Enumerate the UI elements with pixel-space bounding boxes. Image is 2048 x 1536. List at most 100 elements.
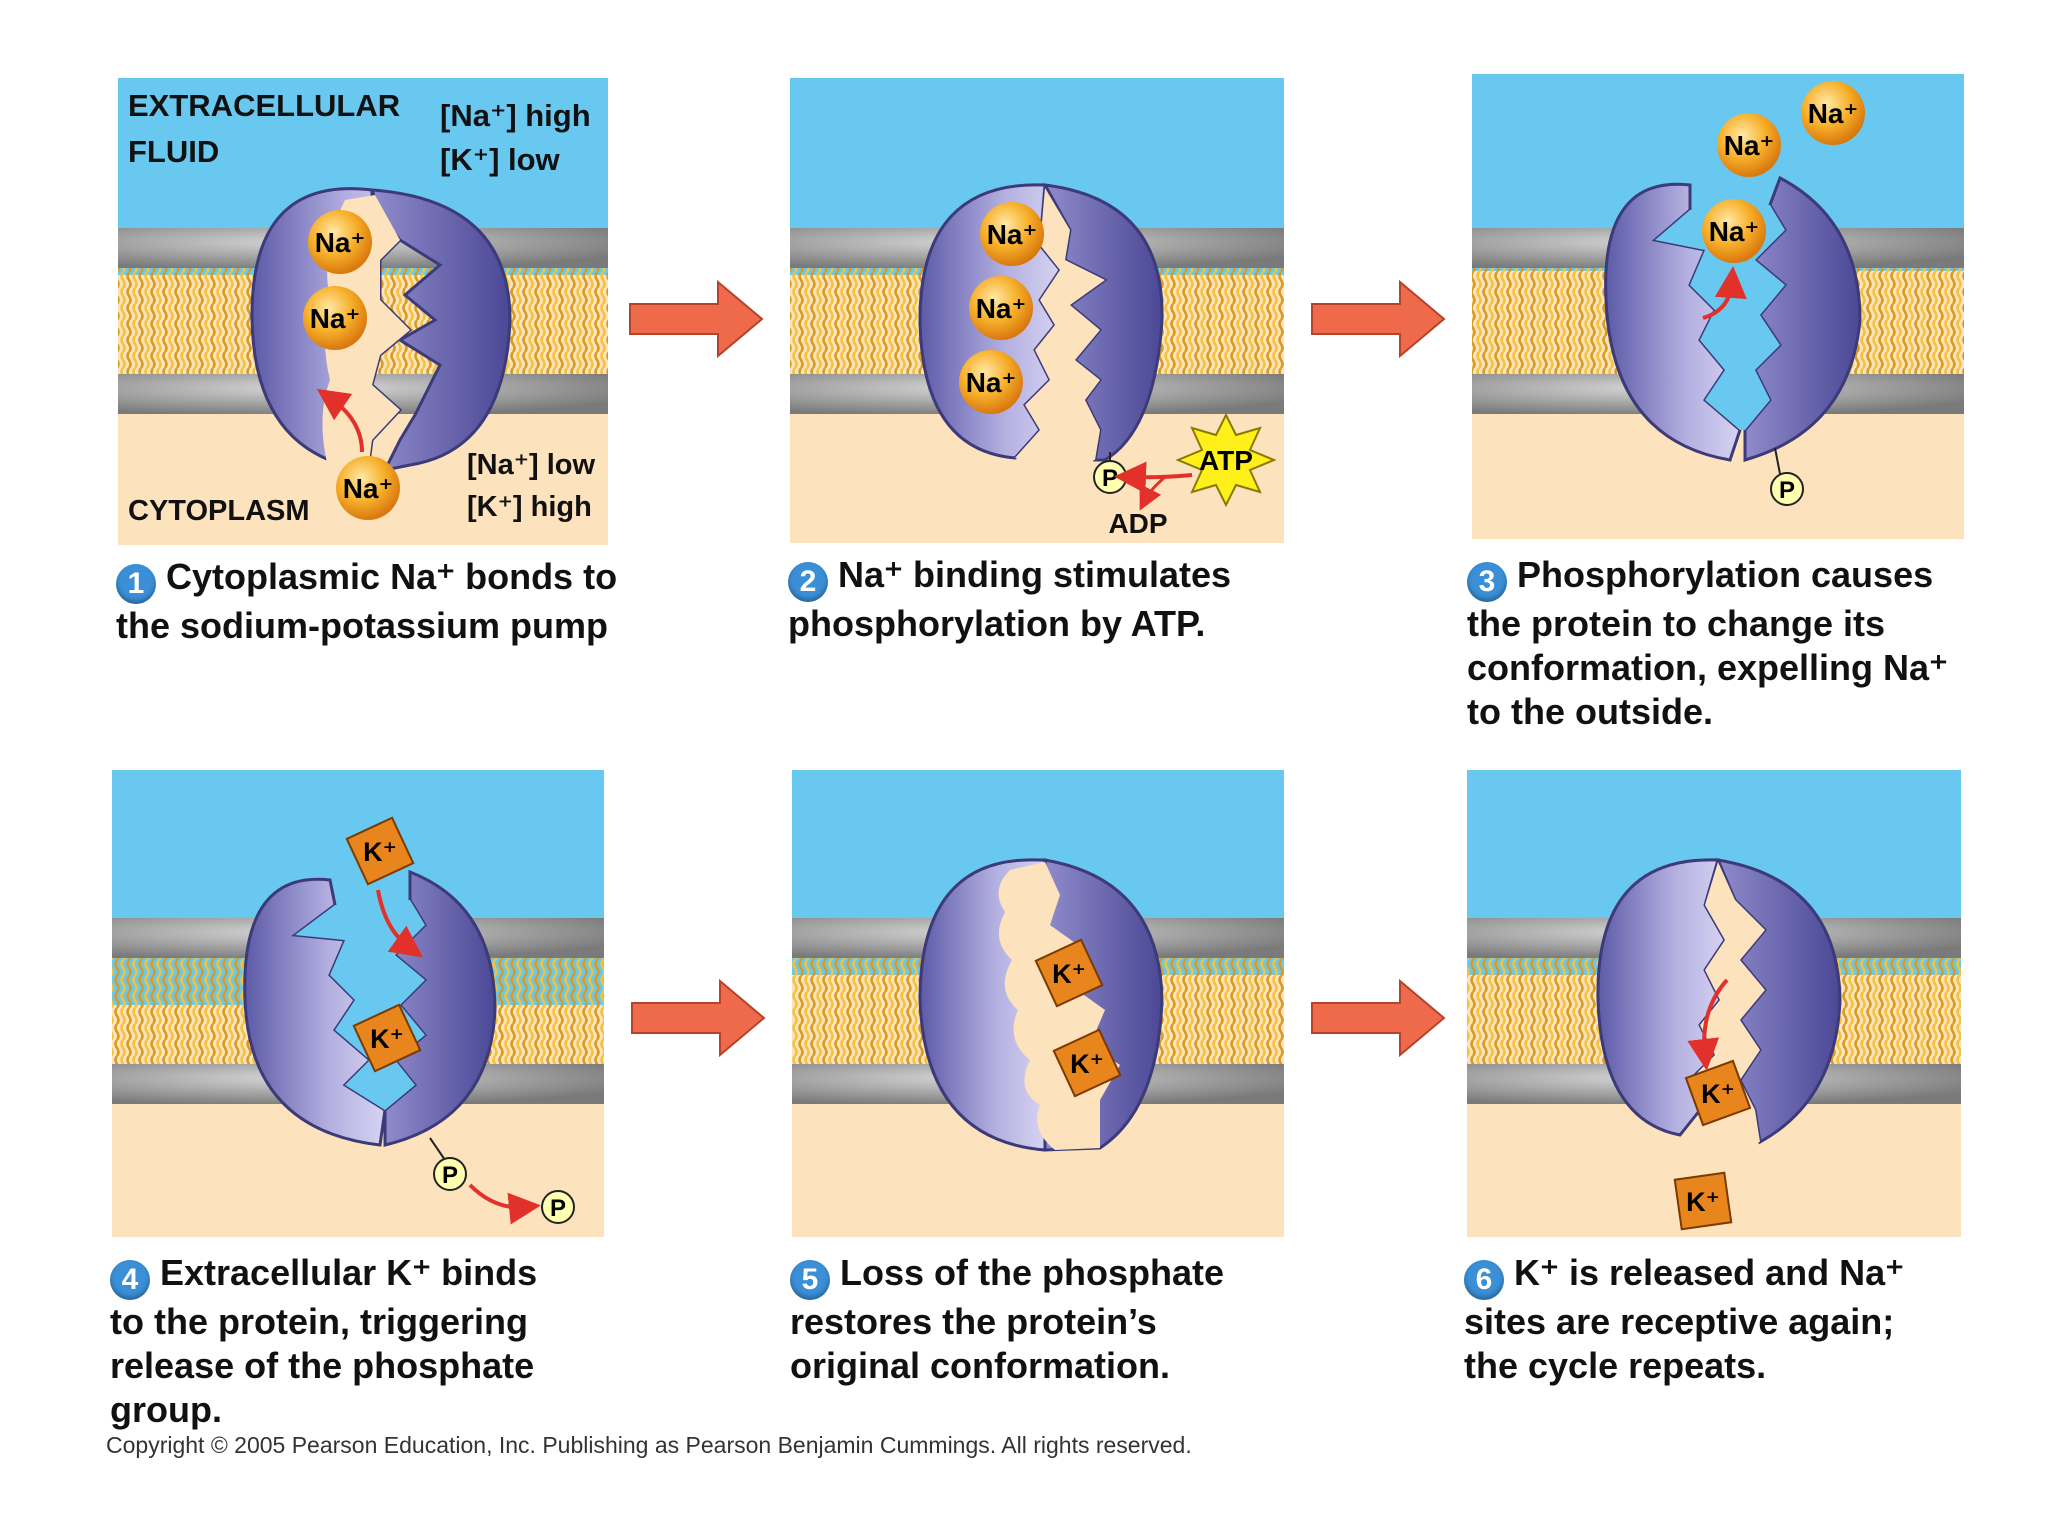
phosphate-label: P: [1102, 465, 1118, 492]
step-number-badge: 5: [790, 1260, 830, 1300]
phosphate-label: P: [550, 1195, 566, 1222]
caption-line: Loss of the phosphate: [840, 1252, 1225, 1293]
na-ion: Na⁺: [303, 286, 367, 350]
pump-protein: [918, 858, 1164, 1152]
pump-protein: [250, 187, 512, 475]
k-ion: K⁺: [352, 1003, 422, 1073]
step-number-badge: 3: [1467, 562, 1507, 602]
caption-line: to the outside.: [1467, 691, 1713, 732]
inside-na-concentration: [Na⁺] low: [467, 449, 596, 481]
caption-line: sites are receptive again;: [1464, 1301, 1895, 1342]
na-ion-label: Na⁺: [343, 473, 394, 504]
extracellular-label: FLUID: [128, 134, 219, 169]
panel-step-2: Na⁺ Na⁺ Na⁺ ATP P ADP: [790, 78, 1284, 543]
step-number-badge: 6: [1464, 1260, 1504, 1300]
phosphate: P: [433, 1157, 467, 1191]
na-ion: Na⁺: [1801, 81, 1865, 145]
release-arrow: [468, 1183, 541, 1225]
caption-line: to the protein, triggering: [110, 1301, 528, 1342]
caption-line: Extracellular K⁺ binds: [160, 1252, 538, 1293]
na-ion: Na⁺: [1717, 113, 1781, 177]
k-ion: K⁺: [1684, 1059, 1752, 1127]
k-ion: K⁺: [1034, 938, 1104, 1008]
caption-line: group.: [110, 1389, 222, 1430]
na-ion-label: Na⁺: [966, 367, 1017, 398]
step-arrow: [1311, 279, 1446, 359]
caption-line: the protein to change its: [1467, 603, 1886, 644]
k-ion: K⁺: [1673, 1171, 1733, 1231]
na-ion-label: Na⁺: [1709, 216, 1760, 247]
caption-line: the sodium-potassium pump: [116, 605, 609, 646]
na-ion-label: Na⁺: [1808, 98, 1859, 129]
phosphate-label: P: [1779, 477, 1795, 504]
na-ion-label: Na⁺: [987, 219, 1038, 250]
phosphate-label: P: [442, 1162, 458, 1189]
caption-line: phosphorylation by ATP.: [788, 603, 1206, 644]
step-number-badge: 2: [788, 562, 828, 602]
panel-step-6: K⁺ K⁺: [1467, 770, 1961, 1237]
caption-line: restores the protein’s: [790, 1301, 1157, 1342]
step-arrow: [629, 279, 764, 359]
panel-step-3: Na⁺ Na⁺ Na⁺ P: [1472, 74, 1964, 539]
pump-protein: [243, 869, 497, 1147]
k-ion-label: K⁺: [1686, 1187, 1720, 1217]
cytoplasm-label: CYTOPLASM: [128, 495, 310, 527]
caption-line: Na⁺ binding stimulates: [838, 554, 1232, 595]
phosphate: P: [541, 1190, 575, 1224]
caption-line: the cycle repeats.: [1464, 1345, 1767, 1386]
step-arrow: [1311, 978, 1446, 1058]
step-number-badge: 4: [110, 1260, 150, 1300]
na-ion: Na⁺: [1702, 199, 1766, 263]
panel-step-5: K⁺ K⁺: [792, 770, 1284, 1237]
binding-arrow: [376, 889, 423, 958]
caption-line: Phosphorylation causes: [1517, 554, 1934, 595]
outside-na-concentration: [Na⁺] high: [440, 98, 591, 133]
k-ion-label: K⁺: [1052, 959, 1086, 989]
na-ion-label: Na⁺: [310, 303, 361, 334]
caption-line: Cytoplasmic Na⁺ bonds to: [166, 556, 618, 597]
na-ion: Na⁺: [980, 202, 1044, 266]
na-ion: Na⁺: [969, 276, 1033, 340]
caption-line: release of the phosphate: [110, 1345, 535, 1386]
na-ion: Na⁺: [959, 350, 1023, 414]
pump-protein: [1604, 175, 1862, 462]
inside-k-concentration: [K⁺] high: [467, 491, 592, 523]
step-arrow: [631, 978, 766, 1058]
na-ion-label: Na⁺: [976, 293, 1027, 324]
movement-arrow: [316, 388, 364, 453]
na-ion: Na⁺: [308, 210, 372, 274]
k-ion: K⁺: [345, 816, 415, 886]
extracellular-label: EXTRACELLULAR: [128, 88, 400, 123]
caption-line: original conformation.: [790, 1345, 1171, 1386]
caption-line: K⁺ is released and Na⁺: [1514, 1252, 1905, 1293]
phosphate: P: [1770, 472, 1804, 506]
panel-step-1: Na⁺ Na⁺ Na⁺ EXTRACELLULAR FLUID [Na⁺] hi…: [118, 78, 608, 545]
atp-molecule: ATP: [1175, 412, 1277, 508]
caption-line: conformation, expelling Na⁺: [1467, 647, 1949, 688]
atp-label: ATP: [1199, 445, 1253, 476]
k-ion: K⁺: [1052, 1028, 1122, 1098]
k-ion-label: K⁺: [1070, 1049, 1104, 1079]
phosphate: P: [1093, 460, 1127, 494]
copyright-notice: Copyright © 2005 Pearson Education, Inc.…: [106, 1432, 1192, 1458]
expel-arrow: [1702, 266, 1747, 320]
na-ion-label: Na⁺: [315, 227, 366, 258]
phosphorylation-arrow: [1114, 461, 1193, 494]
k-ion-label: K⁺: [370, 1024, 404, 1054]
outside-k-concentration: [K⁺] low: [440, 142, 561, 177]
step-number-badge: 1: [116, 564, 156, 604]
k-ion-label: K⁺: [363, 837, 397, 867]
adp-label: ADP: [1108, 508, 1167, 539]
na-ion-label: Na⁺: [1724, 130, 1775, 161]
panel-step-4: K⁺ K⁺ P P: [112, 770, 604, 1237]
k-ion-label: K⁺: [1701, 1079, 1735, 1109]
release-arrow: [1687, 978, 1729, 1071]
na-ion: Na⁺: [336, 456, 400, 520]
